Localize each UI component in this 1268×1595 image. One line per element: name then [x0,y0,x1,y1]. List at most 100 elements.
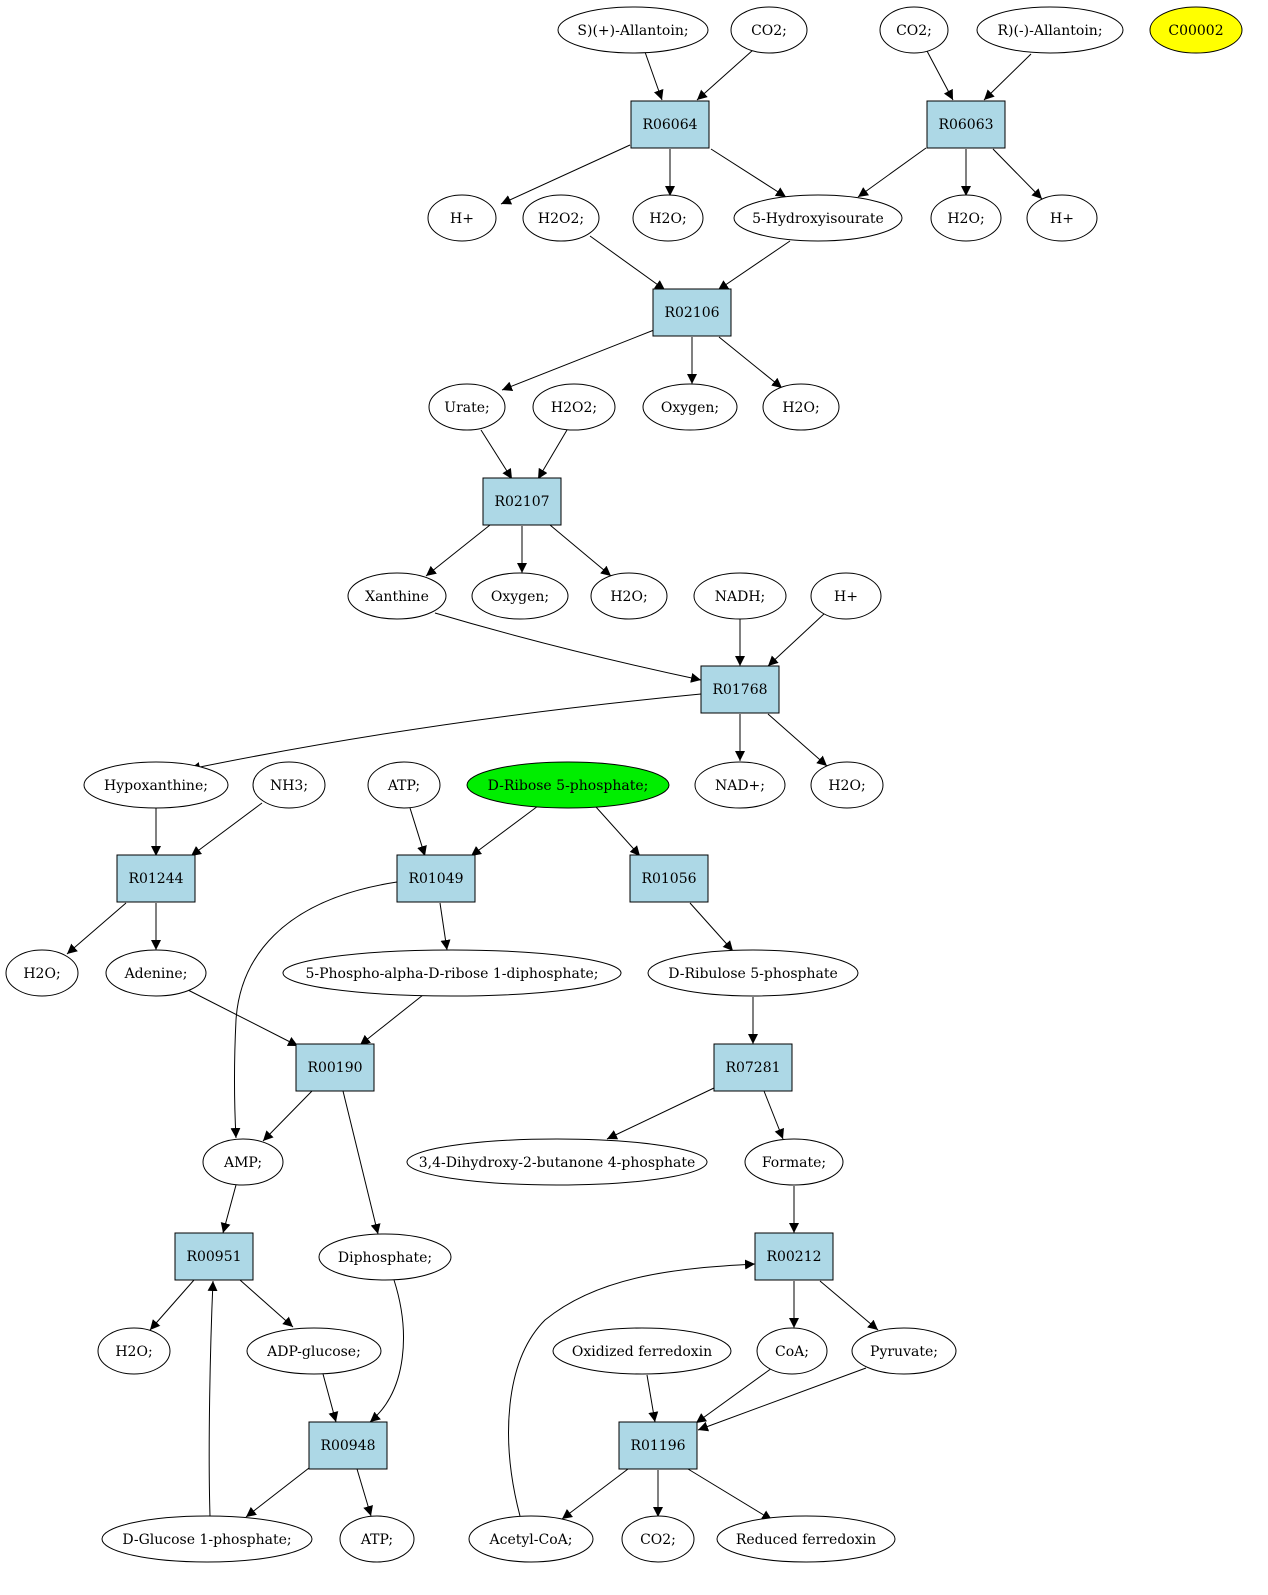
edge-nh3-to-R01244 [190,802,263,857]
edge-co2-to-R06063 [926,50,954,101]
reaction-label: R00951 [186,1249,241,1265]
compound-label: H2O; [828,778,865,794]
compound-h2o[interactable]: H2O; [930,194,1002,242]
reaction-R02107[interactable]: R02107 [482,477,562,526]
edge-R06064-to-hydroxyisourate [710,148,787,198]
edge-R01049-to-amp [230,881,398,1139]
reaction-R02106[interactable]: R02106 [652,288,732,337]
compound-hydroxyisourate[interactable]: 5-Hydroxyisourate [733,194,903,242]
compound-label: H2O; [649,211,686,227]
edge-R06063-to-hydroxyisourate [857,147,927,198]
reaction-R01196[interactable]: R01196 [618,1421,698,1470]
reaction-R01768[interactable]: R01768 [700,665,780,714]
compound-label: Reduced ferredoxin [736,1532,876,1548]
reaction-R01049[interactable]: R01049 [396,854,476,903]
reaction-label: R01056 [641,871,696,887]
edge-ribose5p-to-R01056 [595,806,641,857]
compound-label: D-Ribose 5-phosphate; [488,778,649,794]
compound-adpglucose[interactable]: ADP-glucose; [246,1327,382,1375]
compound-label: S)(+)-Allantoin; [577,23,688,39]
edge-oxferredoxin-to-R01196 [646,1374,659,1423]
compound-label: 5-Hydroxyisourate [752,211,884,227]
reaction-label: R01244 [128,871,183,887]
compound-h2o2[interactable]: H2O2; [522,194,600,242]
compound-xanthine[interactable]: Xanthine [347,572,447,620]
compound-adenine[interactable]: Adenine; [105,949,207,997]
compound-h2o2[interactable]: H2O2; [532,383,616,431]
compound-redferredoxin[interactable]: Reduced ferredoxin [716,1515,896,1563]
reaction-R00190[interactable]: R00190 [295,1043,375,1092]
compound-label: C00002 [1168,23,1223,39]
compound-hplus[interactable]: H+ [427,194,497,242]
reaction-nodes: R06064 R06063 R02106 R02107 R01768 R0124… [116,100,1006,1470]
compound-formate[interactable]: Formate; [744,1138,844,1186]
compound-oxygen[interactable]: Oxygen; [471,572,569,620]
compound-atp[interactable]: ATP; [367,761,441,809]
compound-oxferredoxin[interactable]: Oxidized ferredoxin [552,1327,732,1375]
edge-R06064-to-hplus [500,144,631,205]
reaction-R06063[interactable]: R06063 [926,100,1006,149]
compound-oxygen[interactable]: Oxygen; [642,383,738,431]
edge-hydroxyisourate-to-R02106 [717,240,791,291]
compound-glucose1p[interactable]: D-Glucose 1-phosphate; [101,1515,313,1563]
reaction-label: R07281 [725,1060,780,1076]
compound-h2o[interactable]: H2O; [590,572,668,620]
compound-nodes: S)(+)-Allantoin; CO2; CO2; R)(-)-Allanto… [5,6,1243,1563]
compound-ribose5p[interactable]: D-Ribose 5-phosphate; [466,761,670,809]
reaction-label: R02107 [494,494,549,510]
compound-dhbp[interactable]: 3,4-Dihydroxy-2-butanone 4-phosphate [406,1138,708,1186]
reaction-R00212[interactable]: R00212 [754,1232,834,1281]
compound-label: NH3; [270,778,308,794]
compound-label: D-Ribulose 5-phosphate [668,966,838,982]
compound-hypoxanthine[interactable]: Hypoxanthine; [83,761,229,809]
edge-R06063-to-hplus [992,148,1043,200]
compound-co2[interactable]: CO2; [621,1515,695,1563]
compound-diphosphate[interactable]: Diphosphate; [318,1233,452,1281]
edge-R02106-to-h2o [718,336,783,389]
reaction-R07281[interactable]: R07281 [713,1043,793,1092]
compound-label: ATP; [387,778,420,794]
compound-co2[interactable]: CO2; [730,6,808,54]
compound-r-allantoin[interactable]: R)(-)-Allantoin; [976,6,1124,54]
compound-nadh[interactable]: NADH; [693,572,787,620]
compound-nh3[interactable]: NH3; [252,761,326,809]
compound-label: CO2; [896,23,932,39]
compound-h2o[interactable]: H2O; [632,194,704,242]
reaction-R01244[interactable]: R01244 [116,854,196,903]
compound-c00002[interactable]: C00002 [1149,6,1243,54]
compound-label: 3,4-Dihydroxy-2-butanone 4-phosphate [419,1155,696,1171]
compound-ribulose5p[interactable]: D-Ribulose 5-phosphate [647,949,859,997]
reaction-R00951[interactable]: R00951 [174,1232,254,1281]
compound-urate[interactable]: Urate; [428,383,506,431]
edge-R02107-to-xanthine [425,524,491,577]
compound-h2o[interactable]: H2O; [5,949,79,997]
reaction-label: R06063 [938,117,993,133]
compound-s-allantoin[interactable]: S)(+)-Allantoin; [557,6,709,54]
compound-prpp[interactable]: 5-Phospho-alpha-D-ribose 1-diphosphate; [282,949,622,997]
reaction-label: R00190 [307,1060,362,1076]
compound-atp[interactable]: ATP; [339,1515,415,1563]
edge-R02106-to-urate [501,329,655,391]
compound-acetylcoa[interactable]: Acetyl-CoA; [468,1515,594,1563]
edge-R00951-to-adpglucose [239,1279,294,1328]
compound-h2o[interactable]: H2O; [810,761,884,809]
edge-R00948-to-atp [356,1468,373,1517]
reaction-R01056[interactable]: R01056 [629,854,709,903]
edge-R07281-to-formate [763,1090,784,1140]
compound-hplus[interactable]: H+ [810,572,882,620]
edges [66,49,1043,1521]
edge-hplus-to-R01768 [767,612,826,667]
compound-hplus[interactable]: H+ [1026,194,1098,242]
compound-co2[interactable]: CO2; [879,6,949,54]
compound-nadplus[interactable]: NAD+; [694,761,786,809]
compound-h2o[interactable]: H2O; [97,1327,171,1375]
compound-amp[interactable]: AMP; [202,1138,284,1186]
reaction-R06064[interactable]: R06064 [630,100,710,149]
compound-coa[interactable]: CoA; [756,1327,828,1375]
reaction-label: R06064 [642,117,697,133]
edge-ribose5p-to-R01049 [470,805,539,857]
compound-pyruvate[interactable]: Pyruvate; [851,1327,957,1375]
reaction-R00948[interactable]: R00948 [308,1421,388,1470]
compound-h2o[interactable]: H2O; [762,383,840,431]
